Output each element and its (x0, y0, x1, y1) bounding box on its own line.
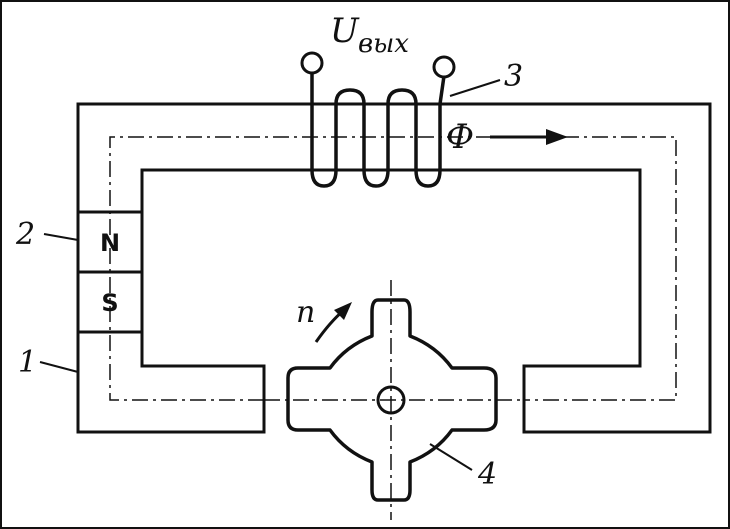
callout-line-core (39, 361, 79, 373)
callout-line-rotor (429, 443, 473, 471)
output-voltage-subscript: вых (358, 29, 409, 59)
callout-line-magnet (43, 233, 79, 241)
rotor (264, 280, 524, 520)
rotation-label: n (296, 295, 315, 330)
flux-arrow (490, 129, 568, 145)
magnetic-core (76, 102, 712, 434)
coil-right-lead (438, 74, 446, 106)
output-voltage-label: U (330, 11, 360, 51)
coil-turns (334, 88, 442, 188)
callouts (39, 79, 501, 471)
rotation-arrow (314, 302, 352, 343)
flux-label: Ф (446, 117, 474, 157)
callout-rotor-number: 4 (477, 457, 497, 492)
output-terminal-right (432, 55, 456, 79)
callout-coil-number: 3 (504, 59, 523, 94)
flux-centerline (109, 136, 677, 401)
pole-south-label: S (101, 289, 118, 317)
output-terminal-left (300, 51, 324, 75)
coil-left-lead (310, 70, 338, 188)
callout-magnet-number: 2 (15, 217, 35, 252)
callout-line-coil (449, 79, 501, 97)
core-outer-left (76, 102, 712, 434)
output-coil (310, 70, 446, 188)
callout-core-number: 1 (18, 345, 37, 380)
